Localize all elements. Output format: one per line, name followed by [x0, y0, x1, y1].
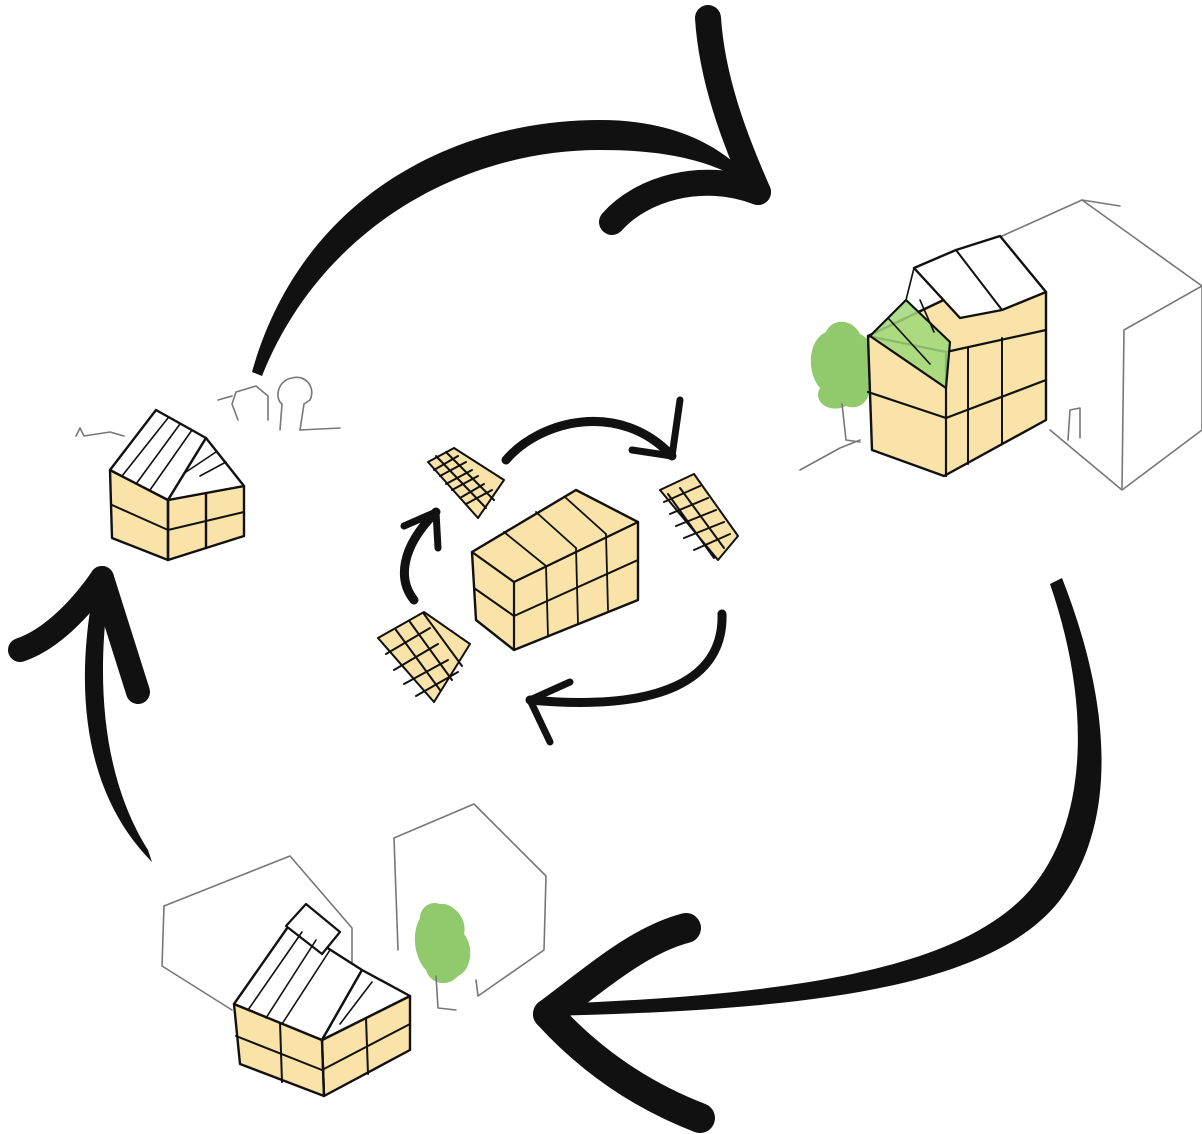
extended-house — [799, 199, 1202, 491]
outer-arrow-right — [533, 578, 1102, 1133]
outer-arrow-left — [8, 566, 152, 862]
inner-arrow-right — [525, 609, 727, 746]
tree-icon — [414, 902, 471, 984]
frame-a-icon — [427, 447, 505, 519]
relocated-house — [161, 803, 547, 1098]
small-house — [75, 376, 341, 562]
frame-c-icon — [377, 611, 471, 703]
tree-icon — [810, 321, 875, 409]
frame-b-icon — [659, 473, 739, 561]
inner-arrow-left — [399, 507, 442, 605]
outer-arrow-top — [252, 5, 771, 376]
module-hub — [377, 396, 739, 746]
inner-arrow-top — [501, 396, 684, 465]
